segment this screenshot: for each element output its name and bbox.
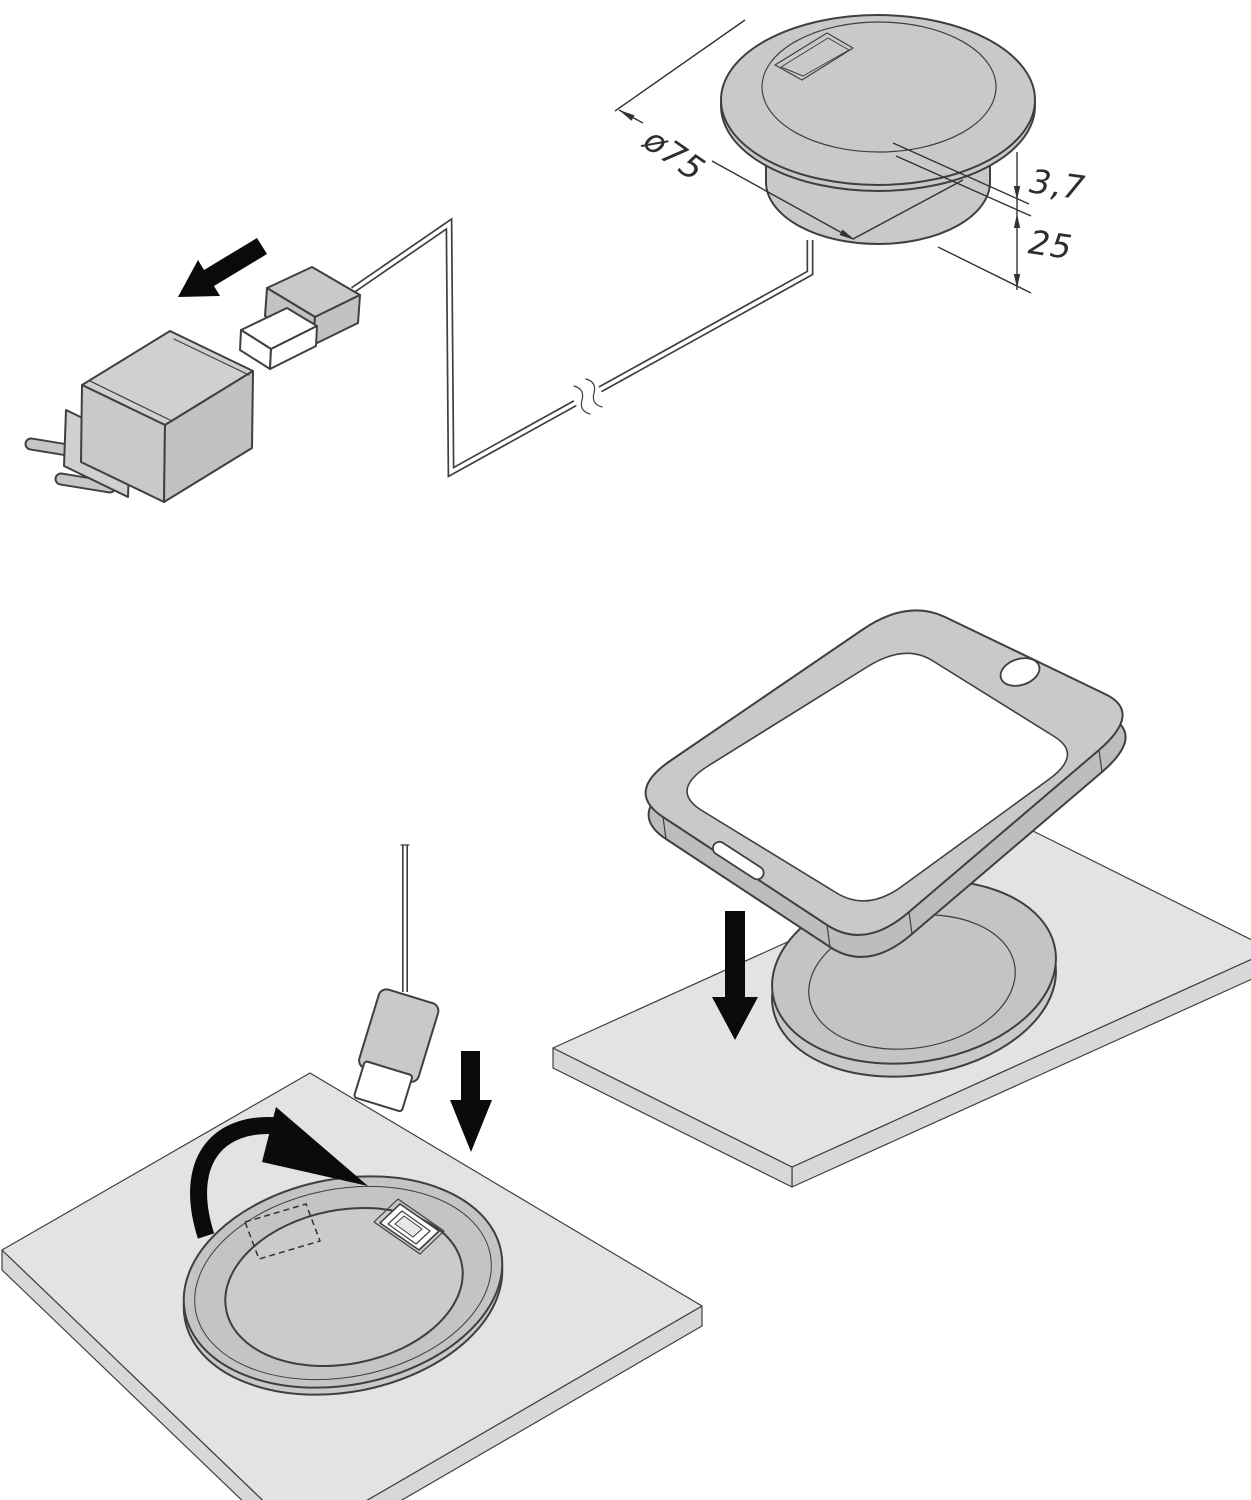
- rotate-arrowhead: [262, 1107, 368, 1186]
- speaker-slot: [712, 840, 765, 881]
- panel-grommet-installation: [1, 844, 703, 1500]
- dimension-label-flange: 3,7: [1027, 161, 1087, 207]
- usb-connector: [239, 266, 361, 370]
- corner-seam: [1098, 749, 1103, 773]
- rotate-arc: [190, 1116, 281, 1239]
- usb-recess-depth: [780, 37, 850, 77]
- corner-seam: [662, 816, 667, 840]
- cable-break-symbol: [585, 378, 603, 408]
- usb-port-slot: [394, 1215, 423, 1238]
- power-adapter: [24, 330, 254, 503]
- grommet-lid: [224, 1207, 464, 1367]
- charger-grommet-top: [720, 14, 1036, 245]
- arrow-down-icon: [712, 911, 758, 1040]
- dimension-line: [711, 160, 854, 240]
- phone-screen: [686, 652, 1069, 902]
- power-cable: [351, 217, 814, 478]
- cable-core: [351, 220, 812, 476]
- corner-seam: [908, 911, 913, 935]
- panel-charger-dimensions: ø75 3,7 25: [24, 14, 1088, 503]
- extension-line: [895, 155, 1032, 217]
- dimension-heights: 3,7 25: [892, 142, 1088, 294]
- grommet-lid: [761, 21, 997, 153]
- extension-line: [852, 179, 964, 240]
- plug-pin: [56, 474, 115, 492]
- usb-port: [373, 1198, 445, 1255]
- cable-break-symbol: [573, 385, 591, 415]
- charger-grommet-installed: [182, 1175, 504, 1396]
- extension-line: [892, 142, 1030, 205]
- usb-plug: [353, 988, 440, 1113]
- adapter-side: [163, 370, 254, 503]
- usb-port-bezel: [373, 1198, 445, 1255]
- phone: [644, 609, 1127, 958]
- corner-seam: [826, 924, 831, 948]
- arrow-left-icon: [178, 238, 267, 297]
- arrow-down-icon: [450, 1051, 492, 1152]
- adapter-edge-highlight: [173, 338, 250, 376]
- usb-recess: [774, 32, 854, 81]
- cable-break-gap: [568, 376, 608, 418]
- usb-plug-shield: [353, 1060, 413, 1113]
- grommet-rim-line: [194, 1185, 492, 1381]
- adapter-edge-highlight: [89, 380, 173, 422]
- dimension-arrowhead: [1013, 186, 1021, 200]
- dimension-label-depth: 25: [1026, 222, 1075, 267]
- dimension-arrowhead: [1013, 214, 1021, 228]
- usb-metal-shield-side: [269, 325, 318, 370]
- dimension-diameter: ø75: [614, 19, 964, 240]
- hidden-position-outline: [244, 1203, 321, 1260]
- dimension-arrowhead: [619, 110, 635, 121]
- panel-phone-placement: [552, 609, 1251, 1188]
- dimension-label-diameter: ø75: [636, 119, 713, 189]
- dimension-arrowhead: [1013, 274, 1021, 288]
- rotate-clockwise-arrow-icon: [190, 1107, 368, 1239]
- cable-outline: [351, 217, 814, 478]
- grommet-flange: [720, 14, 1036, 186]
- usb-plug-drop: [353, 844, 440, 1113]
- dimension-arrowhead: [839, 229, 855, 240]
- extension-line: [937, 246, 1032, 294]
- extension-line: [614, 19, 746, 112]
- camera-icon: [999, 657, 1041, 687]
